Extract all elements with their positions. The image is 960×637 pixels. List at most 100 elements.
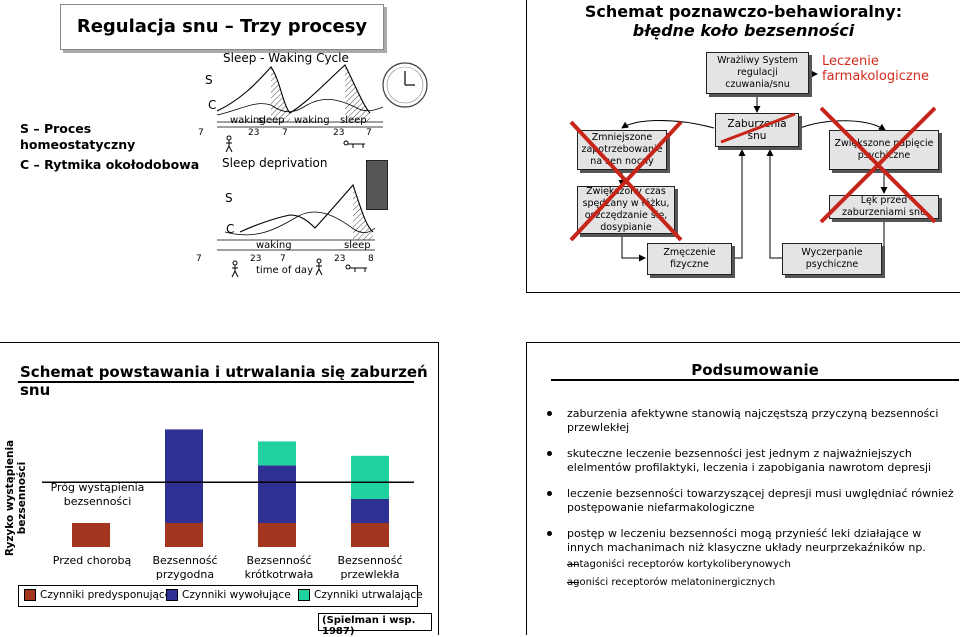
bottom-label-waking: waking [256,240,292,251]
walking-person-icon-2 [231,260,239,278]
top-c-label: C [208,98,217,112]
legend-perpetuating-text: Czynniki utrwalające [314,589,423,601]
top-tick-1: 7 [198,128,204,138]
legend-precipitating: Czynniki wywołujące [166,589,291,601]
bar-4-precipitating [351,499,389,523]
person-figure-icon [366,160,388,210]
bottom-tick-3: 7 [280,254,286,264]
bar-1-predisposing [72,523,110,547]
bottom-c-label: C [226,222,235,236]
panel-cognitive-behavioral: Schemat poznawczo-behawioralny: błędne k… [526,0,960,293]
legend-swatch-predisposing [24,589,36,601]
process-s-label: S – Proces homeostatyczny [20,121,136,152]
top-label-waking-1: waking [230,115,266,126]
panel2-title-line1: Schemat poznawczo-behawioralny: [584,2,903,21]
bottom-tick-2: 23 [250,254,262,264]
summary-item-3-text: leczenie bezsenności towarzyszącej depre… [567,487,954,514]
sleep-deprivation-title: Sleep deprivation [222,156,328,170]
panel4-title-box [551,357,959,381]
box-vulnerable-system: Wrażliwy System regulacji czuwania/snu [706,52,809,94]
dash-icon [567,582,579,583]
bullet-icon [547,411,552,416]
summary-item-3: leczenie bezsenności towarzyszącej depre… [545,487,955,514]
box-time-in-bed: Zwiększony czas spędzany w łóżku, oszczę… [577,186,675,234]
top-label-sleep-1: sleep [258,115,285,126]
box-mental-exhaustion: Wyczerpanie psychiczne [782,243,882,275]
summary-item-2: skuteczne leczenie bezsenności jest jedn… [545,447,955,474]
summary-item-4-text: postęp w leczeniu bezsenności mogą przyn… [567,527,926,554]
citation: (Spielman i wsp. 1987) [322,615,416,637]
summary-item-1: zaburzenia afektywne stanowią najczęstsz… [545,407,955,434]
dash-icon [567,564,579,565]
legend-swatch-precipitating [166,589,178,601]
cycle-arrows [618,70,888,262]
time-of-day-label: time of day [256,265,313,276]
panel1-title-box [60,4,384,50]
bar-4-predisposing [351,523,389,547]
top-s-label: S [205,73,213,87]
spielman-bar-chart [42,429,414,547]
bottom-s-label: S [225,191,233,205]
panel3-title: Schemat powstawania i utrwalania się zab… [20,363,428,399]
bar-3-precipitating [258,465,296,523]
panel1-title: Regulacja snu – Trzy procesy [76,16,368,37]
panel2-title-line2: błędne koło bezsenności [632,21,855,40]
box-physical-fatigue: Zmęczenie fizyczne [647,243,732,275]
red-cross-icon-sleep [720,112,796,144]
legend-box [18,585,418,607]
box-reduced-need: Zmniejszone zapotrzebowanie na sen nocny [577,130,667,170]
panel-sleep-regulation: Regulacja snu – Trzy procesy S – Proces … [0,0,437,292]
bullet-icon [547,531,552,536]
legend-precipitating-text: Czynniki wywołujące [182,589,291,601]
summary-item-1-text: zaburzenia afektywne stanowią najczęstsz… [567,407,939,434]
category-label-1: Przed chorobą [52,554,132,567]
panel3-title-underline [18,381,414,383]
sleep-deprivation-chart [217,183,376,251]
legend-predisposing-text: Czynniki predysponujące [40,589,172,601]
category-label-3: Bezsenność krótkotrwała [244,554,314,581]
panel-spielman-model: Schemat powstawania i utrwalania się zab… [0,342,439,637]
red-cross-icon-reduced-need [569,120,683,242]
process-c-label: C – Rytmika okołodobowa [20,157,200,172]
category-label-4: Bezsenność przewlekła [337,554,403,581]
legend-perpetuating: Czynniki utrwalające [298,589,423,601]
top-label-sleep-2: sleep [340,115,367,126]
threshold-label: Próg wystąpienia bezsenności [50,481,145,508]
panel-summary: Podsumowanie zaburzenia afektywne stanow… [526,342,960,635]
citation-box [318,613,432,631]
bullet-icon [547,451,552,456]
bullet-icon [547,491,552,496]
bar-3-predisposing [258,523,296,547]
top-tick-3: 7 [282,128,288,138]
bottom-label-sleep: sleep [344,240,371,251]
sleeping-person-icon-2 [345,264,367,272]
category-label-2: Bezsenność przygodna [152,554,218,581]
walking-person-icon-3 [315,258,323,276]
clock-icon [382,62,428,108]
summary-item-2-text: skuteczne leczenie bezsenności jest jedn… [567,447,932,474]
summary-subitem-2-text: agoniści receptorów melatoninergicznych [567,577,776,588]
sleep-cycle-title: Sleep - Waking Cycle [223,51,349,65]
legend-swatch-perpetuating [298,589,310,601]
top-tick-4: 23 [333,128,345,138]
bottom-tick-1: 7 [196,254,202,264]
legend-predisposing: Czynniki predysponujące [24,589,171,601]
panel4-title: Podsumowanie [691,361,819,379]
bar-2-precipitating [165,429,203,523]
bar-2-predisposing [165,523,203,547]
walking-person-icon [225,135,233,153]
bar-3-perpetuating [258,441,296,466]
pharma-treatment-label: Leczenie farmakologiczne [822,54,929,84]
bottom-tick-5: 8 [368,254,374,264]
summary-item-4: postęp w leczeniu bezsenności mogą przyn… [545,527,955,554]
top-label-waking-2: waking [294,115,330,126]
red-cross-icon-tension [819,106,937,224]
top-tick-2: 23 [248,128,260,138]
top-tick-5: 7 [366,128,372,138]
summary-subitem-1: antagoniści receptorów kortykoliberynowy… [545,558,955,571]
bottom-tick-4: 23 [334,254,346,264]
sleep-cycle-chart [216,64,384,128]
summary-subitem-1-text: antagoniści receptorów kortykoliberynowy… [567,559,791,570]
sleeping-person-icon [343,140,365,148]
summary-list: zaburzenia afektywne stanowią najczęstsz… [545,407,955,589]
